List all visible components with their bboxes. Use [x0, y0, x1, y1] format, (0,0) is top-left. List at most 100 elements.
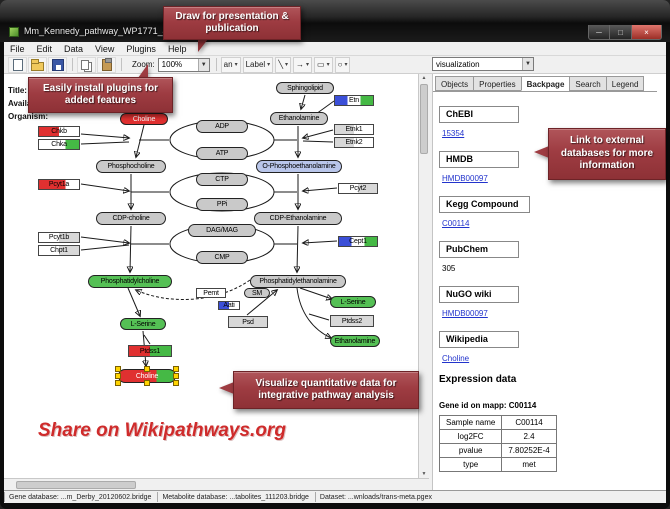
- paste-button[interactable]: [97, 56, 116, 73]
- pathway-node-phosphocholine[interactable]: Phosphocholine: [96, 160, 166, 173]
- pathway-node-ppi[interactable]: PPi: [196, 198, 248, 211]
- save-icon: [51, 58, 64, 71]
- tool-[interactable]: ○▾: [334, 56, 351, 73]
- pathway-node-ethanolamine[interactable]: Ethanolamine: [270, 112, 328, 125]
- pathway-node-dag-mag[interactable]: DAG/MAG: [188, 224, 256, 237]
- horizontal-scrollbar[interactable]: [4, 478, 429, 490]
- vertical-scrollbar[interactable]: ▲ ▼: [418, 74, 429, 478]
- pathway-node-chpt1[interactable]: Chpt1: [38, 245, 80, 256]
- tool-an[interactable]: an▾: [220, 56, 241, 73]
- save-button[interactable]: [48, 56, 67, 73]
- zoom-select[interactable]: 100% ▼: [157, 57, 210, 72]
- pathway-node-cmp[interactable]: CMP: [196, 251, 248, 264]
- pathway-node-chkb[interactable]: Chkb: [38, 126, 80, 137]
- pathway-node-ptdss1[interactable]: Ptdss1: [128, 345, 172, 357]
- pathway-node-l-serine[interactable]: L-Serine: [120, 318, 166, 330]
- visualization-select[interactable]: visualization ▼: [432, 57, 534, 71]
- pathway-node-sm[interactable]: SM: [244, 288, 270, 298]
- selection-handle[interactable]: [173, 366, 179, 372]
- new-button[interactable]: [8, 56, 27, 73]
- pathway-node-sphingolipid[interactable]: Sphingolipid: [276, 82, 334, 94]
- maximize-button[interactable]: □: [610, 25, 632, 40]
- pathway-node-ethanolamine[interactable]: Ethanolamine: [330, 335, 380, 347]
- selection-handle[interactable]: [115, 366, 121, 372]
- open-button[interactable]: [28, 56, 47, 73]
- scroll-down-icon: ▼: [421, 471, 427, 477]
- tab-backpage[interactable]: Backpage: [520, 76, 571, 91]
- pathway-node-o-phosphoethanolamine[interactable]: O-Phosphoethanolamine: [256, 160, 342, 173]
- table-cell: pvalue: [438, 443, 503, 458]
- minimize-button[interactable]: ─: [588, 25, 610, 40]
- menu-view[interactable]: View: [95, 43, 115, 54]
- pathway-node-pcyt1a[interactable]: Pcyt1a: [38, 179, 80, 190]
- section-value: 305: [442, 264, 456, 273]
- section-value[interactable]: Choline: [442, 354, 470, 363]
- tab-legend[interactable]: Legend: [605, 76, 645, 91]
- section-header: Wikipedia: [439, 331, 519, 348]
- tool-glyph: ╲: [278, 60, 284, 69]
- selection-handle[interactable]: [173, 380, 179, 386]
- tool-[interactable]: ▭▾: [314, 56, 333, 73]
- pathway-node-aati[interactable]: Aati: [218, 301, 240, 310]
- section-value[interactable]: C00114: [442, 219, 470, 228]
- section-value[interactable]: 15354: [442, 129, 465, 138]
- pathway-node-psd[interactable]: Psd: [228, 316, 268, 328]
- pathway-node-cdp-choline[interactable]: CDP-choline: [96, 212, 166, 225]
- pathway-node-pcyt2[interactable]: Pcyt2: [338, 183, 378, 194]
- pathway-node-adp[interactable]: ADP: [196, 120, 248, 133]
- pathway-node-choline[interactable]: Choline: [120, 113, 168, 125]
- visualize-callout-pointer: [219, 382, 234, 394]
- expression-data-title: Expression data: [439, 374, 517, 385]
- close-button[interactable]: ×: [632, 25, 662, 40]
- pathway-node-l-serine[interactable]: L-Serine: [330, 296, 376, 308]
- pathway-node-ptdss2[interactable]: Ptdss2: [330, 315, 374, 327]
- tool-label[interactable]: Label▾: [242, 56, 274, 73]
- pathway-node-chka[interactable]: Chka: [38, 139, 80, 150]
- selection-handle[interactable]: [115, 373, 121, 379]
- tab-properties[interactable]: Properties: [473, 76, 522, 91]
- status-segment: Gene database: ...m_Derby_20120602.bridg…: [4, 492, 157, 502]
- tab-search[interactable]: Search: [569, 76, 607, 91]
- section-value[interactable]: HMDB00097: [442, 309, 488, 318]
- pathway-node-pcyt1b[interactable]: Pcyt1b: [38, 232, 80, 243]
- tab-objects[interactable]: Objects: [435, 76, 475, 91]
- pathway-node-etn[interactable]: Etn: [334, 95, 374, 106]
- menu-plugins[interactable]: Plugins: [126, 43, 156, 54]
- menu-edit[interactable]: Edit: [36, 43, 53, 54]
- pathway-node-ctp[interactable]: CTP: [196, 173, 248, 186]
- table-cell: 7.80252E-4: [501, 443, 557, 458]
- section-header: Kegg Compound: [439, 196, 530, 213]
- tool-glyph: ○: [337, 60, 343, 69]
- pathway-node-phosphatidylcholine[interactable]: Phosphatidylcholine: [88, 275, 172, 288]
- pathway-node-etnk2[interactable]: Etnk2: [334, 137, 374, 148]
- pathway-title-label: Title:: [8, 86, 27, 95]
- scrollbar-thumb[interactable]: [420, 84, 428, 154]
- selection-handle[interactable]: [115, 380, 121, 386]
- pathway-node-etnk1[interactable]: Etnk1: [334, 124, 374, 135]
- selection-handle[interactable]: [144, 366, 150, 372]
- menu-file[interactable]: File: [10, 43, 25, 54]
- plugins-callout: Easily install plugins for added feature…: [28, 77, 173, 113]
- scrollbar-thumb[interactable]: [16, 481, 136, 489]
- pathway-node-pemt[interactable]: Pemt: [196, 288, 226, 298]
- tool-[interactable]: →▾: [293, 56, 313, 73]
- section-value[interactable]: HMDB00097: [442, 174, 488, 183]
- tool-[interactable]: ╲▾: [275, 56, 292, 73]
- menu-data[interactable]: Data: [64, 43, 84, 54]
- menu-help[interactable]: Help: [167, 43, 187, 54]
- pathway-node-cdp-ethanolamine[interactable]: CDP-Ethanolamine: [254, 212, 342, 225]
- pathway-node-atp[interactable]: ATP: [196, 147, 248, 160]
- pathway-node-cept1[interactable]: Cept1: [338, 236, 378, 247]
- selection-handle[interactable]: [144, 380, 150, 386]
- selection-handle[interactable]: [173, 373, 179, 379]
- chevron-down-icon: ▾: [306, 62, 310, 68]
- pathway-node-phosphatidylethanolamine[interactable]: Phosphatidylethanolamine: [250, 275, 346, 288]
- copy-button[interactable]: [77, 56, 96, 73]
